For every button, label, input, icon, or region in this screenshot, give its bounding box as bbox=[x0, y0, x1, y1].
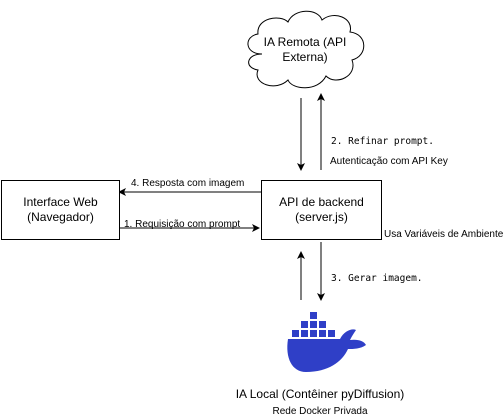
backend-node: API de backend (server.js) bbox=[261, 180, 382, 240]
edge-label-response: 4. Resposta com imagem bbox=[131, 178, 245, 189]
remote-ai-line1: IA Remota (API bbox=[263, 35, 347, 49]
local-ai-network: Rede Docker Privada bbox=[272, 406, 368, 417]
interface-web-node: Interface Web (Navegador) bbox=[1, 180, 120, 240]
edge-label-auth: Autenticação com API Key bbox=[330, 156, 448, 167]
edge-label-env: Usa Variáveis de Ambiente bbox=[384, 229, 503, 240]
interface-line2: (Navegador) bbox=[27, 210, 94, 224]
cloud-shape bbox=[247, 10, 365, 89]
backend-line1: API de backend bbox=[279, 195, 364, 209]
edge-label-refine: 2. Refinar prompt. bbox=[331, 136, 434, 147]
edge-label-request: 1. Requisição com prompt bbox=[124, 219, 241, 230]
docker-whale-icon bbox=[287, 312, 366, 372]
remote-ai-line2: Externa) bbox=[282, 50, 328, 64]
interface-line1: Interface Web bbox=[23, 195, 98, 209]
edge-label-generate: 3. Gerar imagem. bbox=[331, 273, 423, 284]
remote-ai-node: IA Remota (API Externa) bbox=[250, 35, 360, 65]
local-ai-title: IA Local (Contêiner pyDiffusion) bbox=[235, 387, 405, 401]
backend-line2: (server.js) bbox=[295, 210, 348, 224]
